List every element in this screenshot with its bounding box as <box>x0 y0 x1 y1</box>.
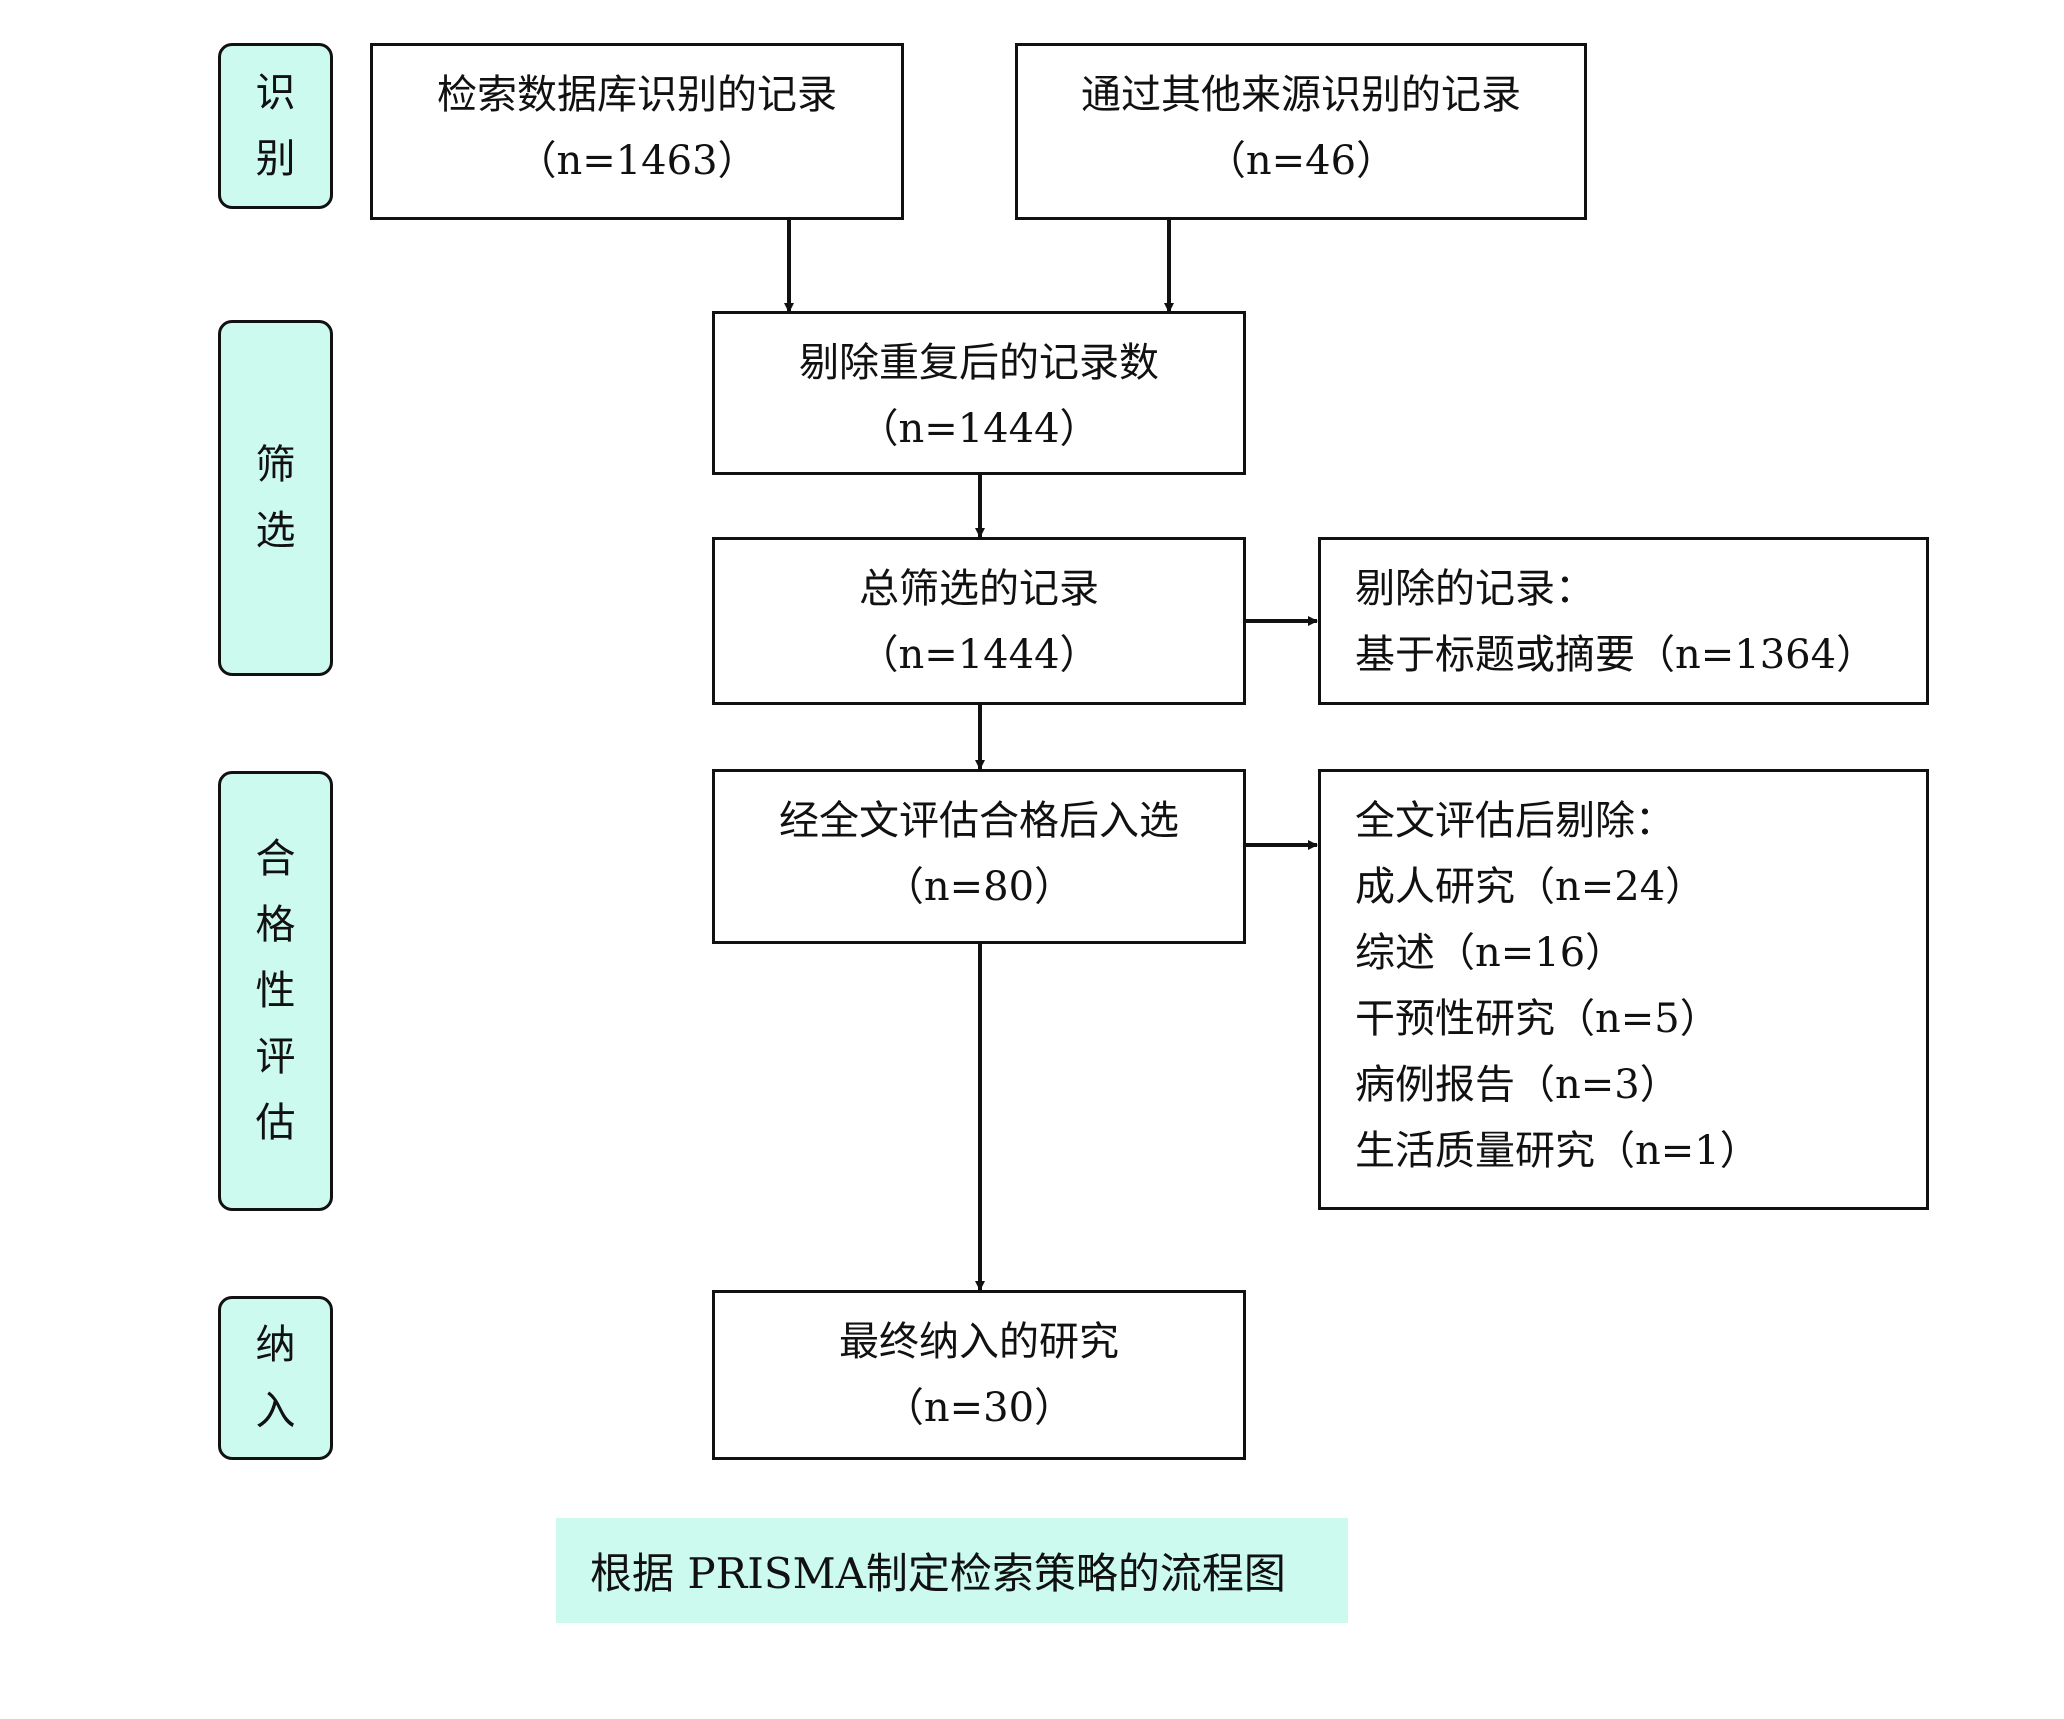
box-title: 最终纳入的研究 <box>839 1319 1119 1365</box>
box-fulltext-eligible: 经全文评估合格后入选 （n=80） <box>712 769 1246 944</box>
stage-identification-char: 别 <box>255 136 296 182</box>
stage-eligibility: 合 格 性 评 估 <box>218 771 333 1211</box>
stage-included-char: 纳 <box>255 1322 296 1368</box>
stage-screening-char: 筛 <box>255 442 296 488</box>
exclusion-reason: 干预性研究（n=5） <box>1355 996 1720 1042</box>
box-after-duplicates: 剔除重复后的记录数 （n=1444） <box>712 311 1246 475</box>
stage-included-char: 入 <box>255 1388 296 1434</box>
stage-identification: 识 别 <box>218 43 333 209</box>
exclusion-reason: 基于标题或摘要（n=1364） <box>1355 632 1877 678</box>
box-screened: 总筛选的记录 （n=1444） <box>712 537 1246 705</box>
box-excluded-screening: 剔除的记录： 基于标题或摘要（n=1364） <box>1318 537 1929 705</box>
stage-included: 纳 入 <box>218 1296 333 1460</box>
box-count: （n=1444） <box>858 632 1100 678</box>
exclusion-reason: 综述（n=16） <box>1355 930 1626 976</box>
stage-screening-char: 选 <box>255 508 296 554</box>
box-count: （n=30） <box>883 1385 1075 1431</box>
box-title: 检索数据库识别的记录 <box>437 72 837 118</box>
box-count: （n=46） <box>1205 138 1397 184</box>
caption-text: 根据 PRISMA制定检索策略的流程图 <box>590 1549 1286 1598</box>
stage-identification-char: 识 <box>255 70 296 116</box>
box-title: 全文评估后剔除： <box>1355 798 1675 844</box>
box-title: 通过其他来源识别的记录 <box>1081 72 1521 118</box>
figure-caption: 根据 PRISMA制定检索策略的流程图 <box>556 1518 1348 1623</box>
stage-screening: 筛 选 <box>218 320 333 676</box>
box-title: 剔除重复后的记录数 <box>799 340 1159 386</box>
box-count: （n=1444） <box>858 406 1100 452</box>
stage-eligibility-char: 评 <box>255 1034 296 1080</box>
box-excluded-fulltext: 全文评估后剔除： 成人研究（n=24） 综述（n=16） 干预性研究（n=5） … <box>1318 769 1929 1210</box>
exclusion-reason: 病例报告（n=3） <box>1355 1062 1680 1108</box>
box-count: （n=1463） <box>516 138 758 184</box>
box-other-sources: 通过其他来源识别的记录 （n=46） <box>1015 43 1587 220</box>
exclusion-reason: 生活质量研究（n=1） <box>1355 1128 1760 1174</box>
box-final-included: 最终纳入的研究 （n=30） <box>712 1290 1246 1460</box>
box-title: 经全文评估合格后入选 <box>779 798 1179 844</box>
exclusion-reason: 成人研究（n=24） <box>1355 864 1706 910</box>
box-title: 剔除的记录： <box>1355 566 1595 612</box>
box-count: （n=80） <box>883 864 1075 910</box>
box-title: 总筛选的记录 <box>859 566 1099 612</box>
stage-eligibility-char: 估 <box>255 1100 296 1146</box>
stage-eligibility-char: 格 <box>255 902 296 948</box>
stage-eligibility-char: 性 <box>255 968 296 1014</box>
box-database-records: 检索数据库识别的记录 （n=1463） <box>370 43 904 220</box>
stage-eligibility-char: 合 <box>255 836 296 882</box>
